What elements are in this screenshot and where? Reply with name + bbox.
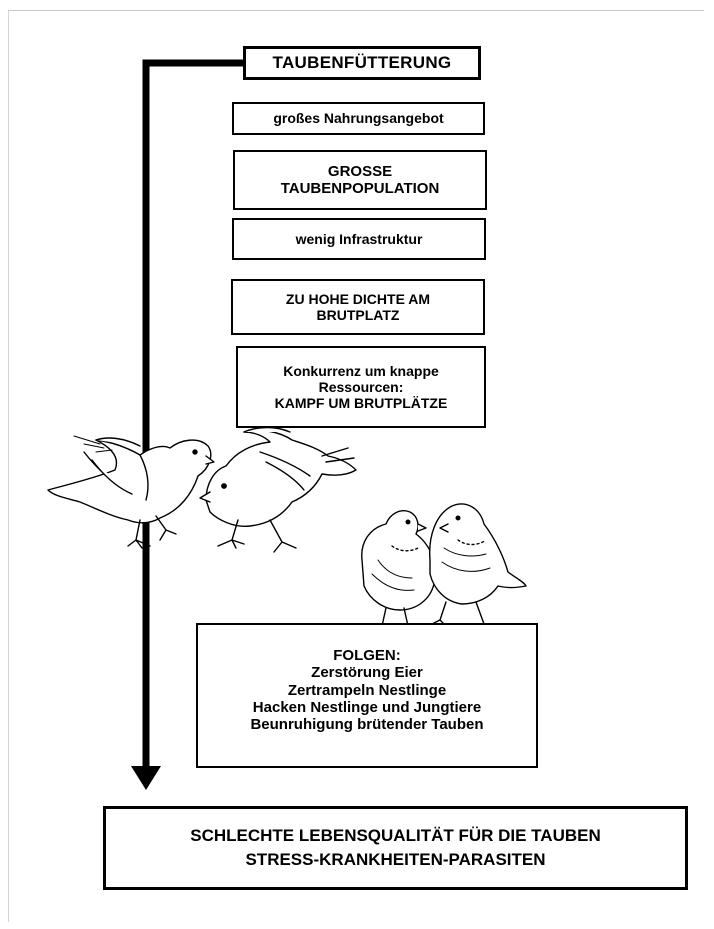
step-box-food-supply: großes Nahrungsangebot — [232, 102, 485, 135]
consequence-item: Hacken Nestlinge und Jungtiere — [252, 698, 482, 716]
perched-pigeon-pair-illustration — [361, 503, 527, 635]
step-text: TAUBENPOPULATION — [280, 180, 440, 197]
title-box: TAUBENFÜTTERUNG — [243, 46, 481, 80]
step-box-density: ZU HOHE DICHTE AM BRUTPLATZ — [231, 279, 485, 335]
result-text: STRESS-KRANKHEITEN-PARASITEN — [245, 850, 546, 869]
page-frame — [8, 10, 704, 922]
step-text: großes Nahrungsangebot — [273, 110, 444, 127]
step-text: ZU HOHE DICHTE AM — [285, 290, 431, 307]
result-text: SCHLECHTE LEBENSQUALITÄT FÜR DIE TAUBEN — [190, 826, 601, 846]
fighting-pigeons-illustration — [47, 426, 357, 553]
consequence-item: Zertrampeln Nestlinge — [287, 681, 447, 699]
step-text: BRUTPLATZ — [316, 307, 400, 323]
step-box-population: GROSSE TAUBENPOPULATION — [233, 150, 487, 210]
consequence-item: Zerstörung Eier — [311, 664, 423, 682]
flow-arrowhead — [131, 766, 161, 790]
step-text: Konkurrenz um knappe — [283, 362, 439, 379]
consequences-heading: FOLGEN: — [333, 647, 401, 664]
step-text: wenig Infrastruktur — [295, 230, 423, 247]
step-box-competition: Konkurrenz um knappe Ressourcen: KAMPF U… — [236, 346, 486, 428]
step-text: Ressourcen: — [318, 378, 404, 395]
step-text: GROSSE — [327, 162, 393, 180]
consequence-item: Beunruhigung brütender Tauben — [250, 716, 484, 733]
title-text: TAUBENFÜTTERUNG — [272, 53, 452, 73]
flow-arrow-line — [142, 59, 243, 768]
result-box: SCHLECHTE LEBENSQUALITÄT FÜR DIE TAUBEN … — [103, 806, 688, 890]
consequences-box: FOLGEN: Zerstörung Eier Zertrampeln Nest… — [196, 623, 538, 768]
step-box-infrastructure: wenig Infrastruktur — [232, 218, 486, 260]
flow-arrow — [142, 59, 243, 768]
step-text: KAMPF UM BRUTPLÄTZE — [274, 395, 448, 412]
